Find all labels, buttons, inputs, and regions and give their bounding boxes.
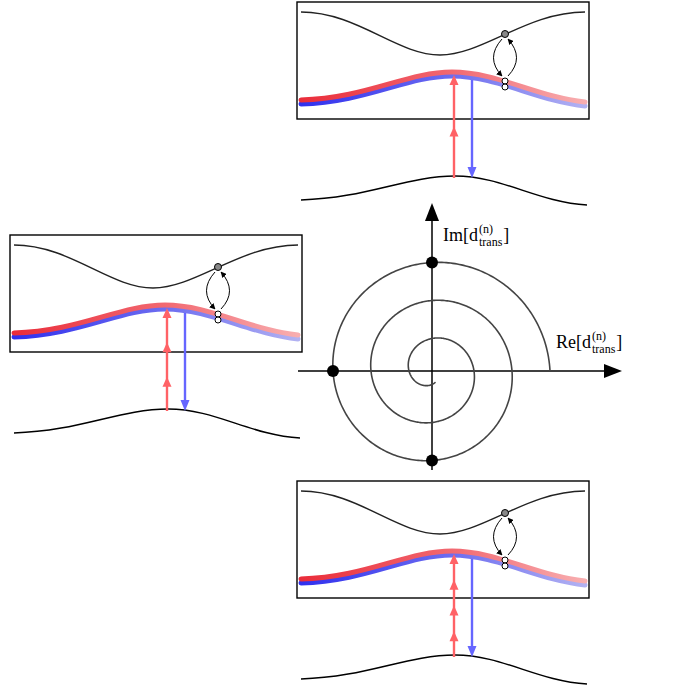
state-dot bbox=[215, 311, 221, 317]
state-dot bbox=[502, 563, 508, 569]
axis-label-text: Re[d bbox=[556, 333, 591, 354]
subscript: trans bbox=[592, 343, 615, 356]
photon-arrowhead bbox=[163, 377, 172, 387]
axis-label-text: ] bbox=[503, 226, 509, 247]
spiral-dot bbox=[426, 257, 438, 269]
coupling-arrow bbox=[494, 518, 503, 555]
ground-state-curve bbox=[14, 409, 300, 438]
axis-label-text: Im[d bbox=[443, 226, 478, 247]
red-dressed-curve bbox=[301, 551, 585, 581]
photon-arrowhead bbox=[450, 127, 459, 137]
state-dot bbox=[215, 264, 222, 271]
panel-box bbox=[297, 481, 589, 598]
photon-arrowhead bbox=[163, 308, 172, 318]
excited-state-curve bbox=[14, 245, 298, 288]
photon-arrowhead bbox=[450, 554, 459, 564]
index-stack: (n)trans bbox=[479, 223, 502, 248]
axis-label: Re[d(n)trans] bbox=[556, 330, 622, 355]
axis-label-text: ] bbox=[616, 333, 622, 354]
coupling-arrow bbox=[508, 39, 517, 76]
real-axis bbox=[298, 370, 610, 372]
photon-arrow bbox=[166, 314, 168, 411]
energy-panel bbox=[10, 235, 302, 438]
energy-panel bbox=[297, 481, 589, 684]
state-dot bbox=[502, 31, 509, 38]
panel-box bbox=[297, 2, 589, 119]
spiral-dot bbox=[426, 455, 438, 467]
photon-arrowhead bbox=[450, 606, 459, 616]
emission-arrow bbox=[471, 559, 473, 647]
red-dressed-curve bbox=[301, 72, 585, 102]
axis-arrowhead bbox=[604, 364, 622, 378]
photon-arrowhead bbox=[450, 580, 459, 590]
red-dressed-curve bbox=[14, 305, 298, 335]
emission-arrowhead bbox=[468, 646, 477, 657]
state-dot bbox=[502, 510, 509, 517]
coupling-arrow bbox=[221, 272, 230, 309]
superscript: (n) bbox=[479, 223, 493, 236]
spiral-dot bbox=[327, 365, 339, 377]
emission-arrowhead bbox=[468, 167, 477, 178]
emission-arrow bbox=[471, 80, 473, 168]
complex-plane bbox=[298, 203, 622, 470]
energy-panel bbox=[297, 2, 589, 205]
photon-arrowhead bbox=[450, 75, 459, 85]
panel-box bbox=[10, 235, 302, 352]
coupling-arrow bbox=[494, 39, 503, 76]
superscript: (n) bbox=[592, 330, 606, 343]
imaginary-axis bbox=[431, 217, 433, 470]
emission-arrow bbox=[184, 313, 186, 401]
state-dot bbox=[502, 557, 508, 563]
axis-arrowhead bbox=[425, 203, 439, 221]
state-dot bbox=[502, 78, 508, 84]
index-stack: (n)trans bbox=[592, 330, 615, 355]
photon-arrowhead bbox=[450, 631, 459, 641]
state-dot bbox=[502, 84, 508, 90]
ground-state-curve bbox=[301, 655, 587, 684]
excited-state-curve bbox=[301, 12, 585, 55]
photon-arrowhead bbox=[163, 342, 172, 352]
axis-label: Im[d(n)trans] bbox=[443, 223, 509, 248]
excited-state-curve bbox=[301, 491, 585, 534]
emission-arrowhead bbox=[181, 400, 190, 411]
spiral-curve bbox=[333, 262, 550, 460]
subscript: trans bbox=[479, 236, 502, 249]
ground-state-curve bbox=[301, 176, 587, 205]
coupling-arrow bbox=[207, 272, 216, 309]
coupling-arrow bbox=[508, 518, 517, 555]
state-dot bbox=[215, 317, 221, 323]
